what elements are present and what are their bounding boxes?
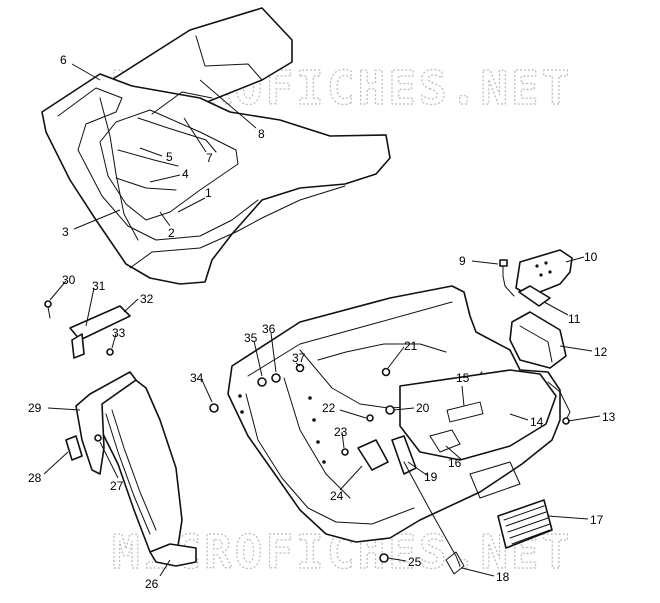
callout-28: 28 — [28, 471, 42, 485]
switch-housing-10 — [515, 249, 573, 297]
bracket-12-inner — [519, 325, 553, 363]
callout-11: 11 — [568, 312, 581, 326]
bracket-12 — [509, 311, 567, 369]
callout-19: 19 — [424, 470, 438, 484]
fastener-23 — [341, 448, 349, 456]
screw-9-head — [499, 259, 508, 267]
gasket-11 — [518, 285, 551, 307]
fastener-22 — [366, 414, 374, 422]
callout-15: 15 — [456, 371, 470, 385]
callout-23: 23 — [334, 425, 348, 439]
hood-assembly — [41, 7, 391, 285]
callout-21: 21 — [404, 339, 418, 353]
cable-18-loop — [445, 551, 465, 575]
hood-inner-edge — [57, 87, 259, 241]
callout-18: 18 — [496, 570, 510, 584]
cowling-recess-top — [317, 343, 447, 361]
nose-assembly — [44, 300, 197, 567]
callout-22: 22 — [322, 401, 336, 415]
callout-34: 34 — [190, 371, 204, 385]
callout-33: 33 — [112, 326, 126, 340]
nut-36 — [271, 373, 281, 383]
hinge-13 — [547, 381, 571, 421]
screw-30-shaft — [47, 306, 51, 319]
screw-30 — [44, 300, 52, 308]
callout-10: 10 — [584, 250, 598, 264]
bracket-24 — [357, 439, 389, 471]
callout-17: 17 — [590, 513, 604, 527]
callout-4: 4 — [182, 167, 189, 181]
callout-6: 6 — [60, 53, 67, 67]
nose-cover-grille-2 — [111, 409, 157, 531]
vent-grille-slats — [503, 505, 551, 545]
callout-8: 8 — [258, 127, 265, 141]
callout-29: 29 — [28, 401, 42, 415]
vent-grille-17 — [497, 499, 553, 549]
clip-28 — [65, 435, 83, 461]
cowling-mount-rail — [283, 377, 351, 499]
callout-7: 7 — [206, 151, 213, 165]
cable-18 — [403, 461, 461, 567]
callout-13: 13 — [602, 410, 616, 424]
callout-25: 25 — [408, 555, 422, 569]
callout-14: 14 — [530, 415, 544, 429]
console-rib-3 — [115, 177, 177, 191]
callout-24: 24 — [330, 489, 344, 503]
decal-15 — [446, 401, 484, 423]
callout-16: 16 — [448, 456, 462, 470]
hood-lip — [129, 185, 346, 269]
nose-tip — [149, 543, 197, 567]
screw-33 — [106, 348, 114, 356]
callout-31: 31 — [92, 279, 106, 293]
switch-cluster — [499, 249, 573, 369]
callout-12: 12 — [594, 345, 608, 359]
callout-27: 27 — [110, 479, 124, 493]
screw-9-shaft — [502, 265, 515, 297]
callout-9: 9 — [459, 254, 466, 268]
bracket-31 — [69, 305, 131, 341]
cowling-panel — [227, 285, 561, 543]
callout-3: 3 — [62, 225, 69, 239]
callout-26: 26 — [145, 577, 159, 591]
side-cowling — [209, 285, 571, 575]
console-rib-2 — [117, 149, 179, 167]
clip-20 — [385, 405, 395, 415]
callout-35: 35 — [244, 331, 258, 345]
callout-30: 30 — [62, 273, 76, 287]
panel-16-latch — [429, 429, 461, 453]
nut-35 — [257, 377, 267, 387]
hood-seam — [99, 97, 139, 241]
callout-1: 1 — [205, 186, 212, 200]
bracket-31-tab — [71, 333, 85, 359]
trim-29 — [75, 371, 137, 475]
leader-lines — [43, 63, 601, 577]
screw-37 — [295, 363, 305, 373]
console-panel — [99, 109, 239, 221]
grommet-25 — [379, 553, 389, 563]
callout-20: 20 — [416, 401, 430, 415]
console-rib-1 — [137, 117, 217, 153]
vent-opening — [469, 461, 521, 499]
callout-37: 37 — [292, 351, 306, 365]
instrument-bezel — [151, 91, 213, 115]
screw-27 — [94, 434, 102, 442]
cowling-inner-edge — [245, 393, 415, 525]
windshield-trim — [195, 35, 263, 81]
fastener-21 — [381, 367, 391, 377]
nose-cover-grille — [105, 413, 151, 535]
callout-36: 36 — [262, 322, 276, 336]
callout-2: 2 — [168, 226, 175, 240]
washer-34 — [209, 403, 219, 413]
callout-32: 32 — [140, 292, 154, 306]
callout-labels: 1 2 3 4 5 6 7 8 9 10 11 12 13 14 15 16 1… — [28, 53, 616, 591]
callout-5: 5 — [166, 150, 173, 164]
